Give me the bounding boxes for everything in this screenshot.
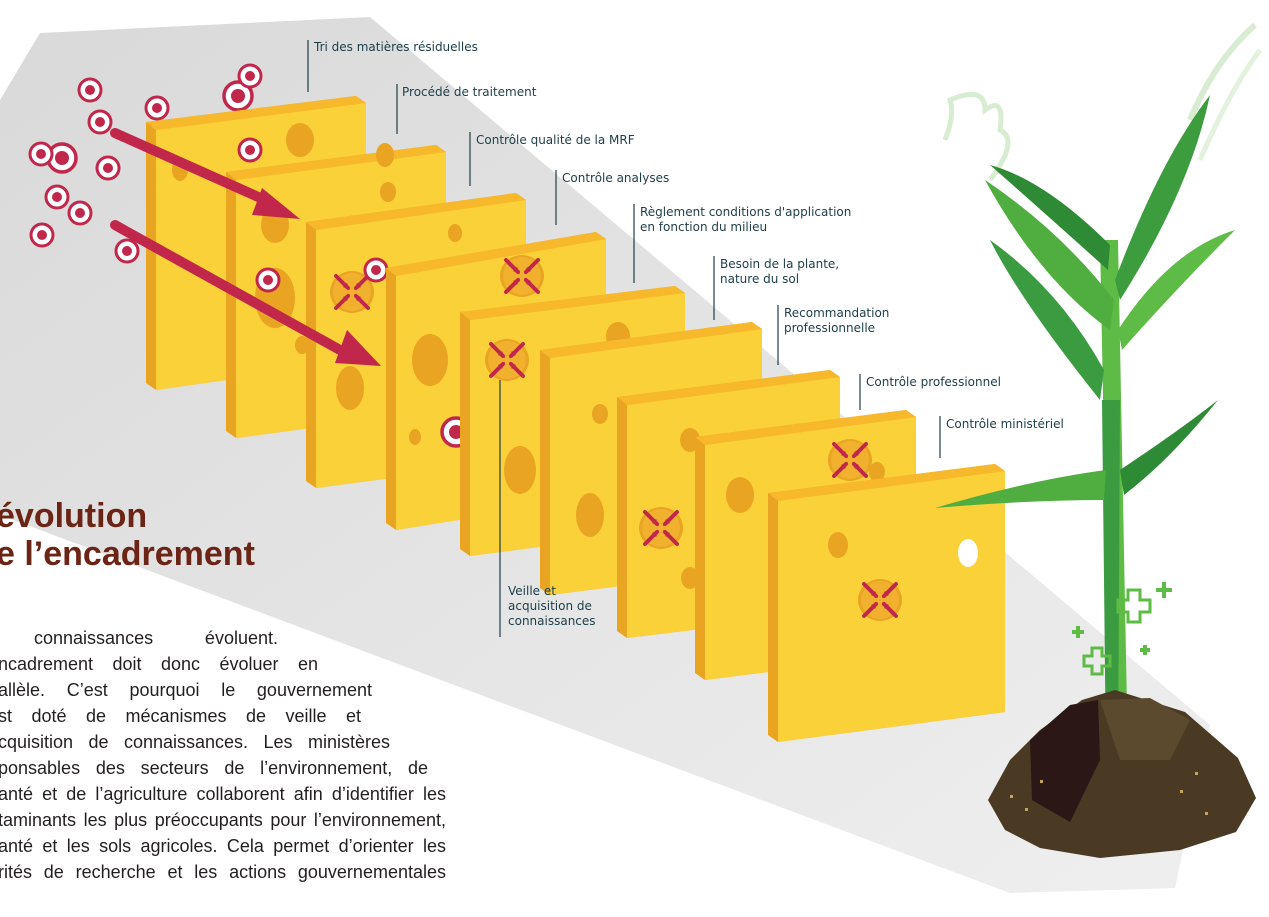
label-tri-matieres: Tri des matières résiduelles	[314, 40, 478, 54]
penetration-arrows	[110, 128, 381, 366]
label-controle-professionnel: Contrôle professionnel	[866, 375, 1001, 389]
health-crosses	[1082, 588, 1152, 676]
label-procede-traitement: Procédé de traitement	[402, 85, 537, 99]
label-besoin-plante: Besoin de la plante,nature du sol	[720, 257, 840, 286]
label-controle-analyses: Contrôle analyses	[562, 171, 670, 185]
leader-lines	[307, 40, 941, 637]
plant-illustration	[935, 22, 1263, 760]
small-crosses	[1072, 582, 1172, 655]
cheese-slice-9	[768, 464, 1005, 742]
label-controle-qualite: Contrôle qualité de la MRF	[476, 133, 635, 147]
section-title: évolution e l’encadrement	[0, 497, 255, 573]
soil-mound	[988, 690, 1256, 858]
body-paragraph: connaissances évoluent. ncadrement doit …	[0, 628, 446, 882]
label-controle-ministeriel: Contrôle ministériel	[946, 417, 1064, 431]
